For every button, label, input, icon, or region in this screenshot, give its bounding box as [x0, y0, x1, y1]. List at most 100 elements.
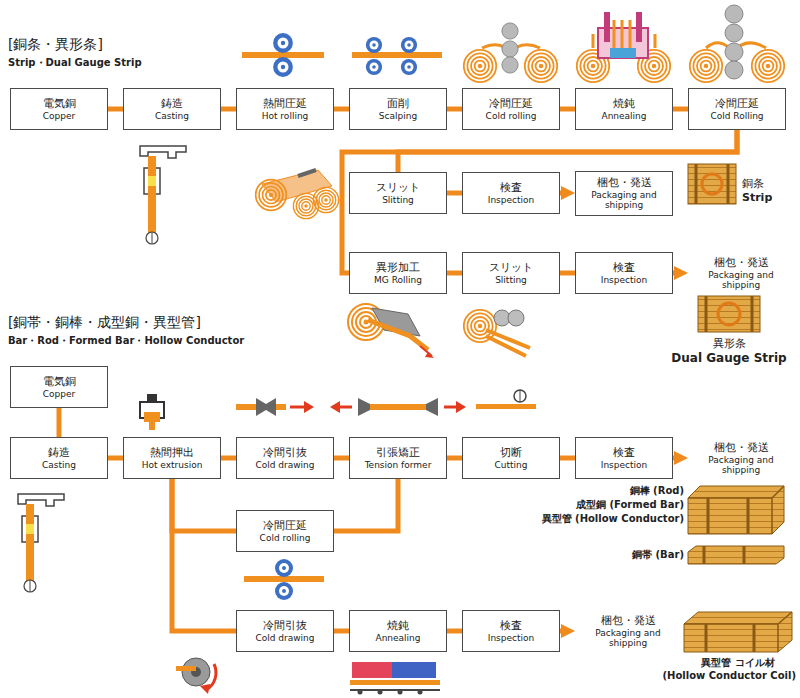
- process-name-jp: 熱間押出: [150, 446, 194, 460]
- process-name-en: Casting: [155, 111, 189, 121]
- process-flow-line: [447, 191, 462, 196]
- process-box: 熱間圧延Hot rolling: [236, 88, 334, 130]
- process-name-jp: スリット: [489, 261, 533, 275]
- process-name-en: Inspection: [488, 195, 535, 205]
- process-name-jp: 冷間圧延: [489, 97, 533, 111]
- process-flow-line: [673, 107, 688, 112]
- process-name-en: Packaging and shipping: [582, 628, 674, 649]
- process-box: 冷間引抜Cold drawing: [236, 437, 334, 479]
- process-flow-line: [673, 271, 680, 276]
- process-flow-line: [447, 107, 462, 112]
- process-flow-line: [447, 271, 462, 276]
- process-name-jp: 異形加工: [376, 261, 420, 275]
- process-box: 梱包・発送Packaging and shipping: [575, 609, 679, 654]
- process-box: 検査Inspection: [575, 437, 673, 479]
- process-box: 電気銅Copper: [10, 366, 108, 408]
- process-box: 冷間引抜Cold drawing: [236, 610, 334, 652]
- product-label: 成型銅 (Formed Bar): [576, 498, 684, 512]
- process-name-jp: 検査: [500, 619, 522, 633]
- process-name-jp: 冷間引抜: [263, 619, 307, 633]
- process-name-en: Packaging and shipping: [580, 190, 668, 211]
- process-name-en: Tension former: [365, 460, 432, 470]
- process-flow-line: [221, 456, 236, 461]
- drawing-spool: [176, 658, 216, 694]
- process-box: 冷間圧延Cold rolling: [462, 88, 560, 130]
- process-name-en: Cold rolling: [260, 533, 311, 543]
- packing-crate: [688, 486, 784, 534]
- process-name-en: Cold drawing: [255, 460, 314, 470]
- annealing-furnace: [577, 12, 670, 82]
- mg-rolling-illustration: [348, 304, 434, 358]
- process-box: 鋳造Casting: [123, 88, 221, 130]
- process-name-jp: 梱包・発送: [714, 256, 769, 270]
- slitting-illustration: [464, 310, 530, 356]
- process-box: 焼鈍Annealing: [349, 610, 447, 652]
- process-name-jp: 梱包・発送: [597, 176, 652, 190]
- process-box: 面削Scalping: [349, 88, 447, 130]
- process-name-jp: 冷間引抜: [263, 446, 307, 460]
- process-name-jp: 焼鈍: [387, 619, 409, 633]
- section-heading: Strip・Dual Gauge Strip: [8, 56, 142, 70]
- process-name-en: Inspection: [601, 460, 648, 470]
- tension-former: [330, 398, 466, 416]
- process-name-jp: 熱間圧延: [263, 97, 307, 111]
- process-flow-line: [447, 456, 462, 461]
- process-name-jp: 検査: [613, 446, 635, 460]
- process-box: 異形加工MG Rolling: [349, 252, 447, 294]
- section-heading: [銅条・異形条]: [8, 36, 103, 54]
- process-name-en: Cold rolling: [486, 111, 537, 121]
- process-flow-line: [172, 479, 236, 531]
- process-flow-line: [334, 479, 398, 531]
- process-flow-line: [334, 107, 349, 112]
- process-flow-line: [560, 629, 567, 634]
- process-flow-line: [221, 107, 236, 112]
- process-name-en: Packaging and shipping: [695, 455, 787, 476]
- process-name-jp: 梱包・発送: [714, 441, 769, 455]
- process-name-jp: 梱包・発送: [601, 614, 656, 628]
- product-label: (Hollow Conductor Coil): [663, 670, 797, 681]
- product-label: 異型管 コイル材: [701, 656, 774, 670]
- process-box: スリットSlitting: [349, 172, 447, 214]
- process-name-jp: 冷間圧延: [263, 519, 307, 533]
- packing-crate: [688, 546, 784, 564]
- process-box: 検査Inspection: [462, 610, 560, 652]
- casting-machine: [140, 146, 186, 244]
- process-box: 引張矯正Tension former: [349, 437, 447, 479]
- packing-crate: [698, 296, 760, 332]
- product-label: Strip: [742, 191, 772, 204]
- process-box: 焼鈍Annealing: [575, 88, 673, 130]
- cold-rolling-mill: [464, 23, 557, 82]
- process-name-en: Cold drawing: [255, 633, 314, 643]
- annealing-furnace: [350, 662, 440, 695]
- process-flow-line: [172, 479, 236, 631]
- process-name-jp: 電気銅: [43, 97, 76, 111]
- process-name-jp: 冷間圧延: [715, 97, 759, 111]
- extrusion-press: [140, 394, 164, 430]
- process-name-en: Packaging and shipping: [695, 270, 787, 291]
- process-name-jp: 電気銅: [43, 375, 76, 389]
- process-flow-line: [108, 456, 123, 461]
- process-box: 検査Inspection: [462, 172, 560, 214]
- process-name-en: Cold Rolling: [710, 111, 763, 121]
- process-name-en: Scalping: [379, 111, 417, 121]
- process-name-en: Hot rolling: [262, 111, 309, 121]
- process-name-en: Slitting: [495, 275, 527, 285]
- section-heading: [銅帯・銅棒・成型銅・異型管]: [8, 314, 201, 332]
- process-name-jp: 鋳造: [48, 446, 70, 460]
- process-box: 冷間圧延Cold rolling: [236, 510, 334, 552]
- process-name-jp: 面削: [387, 97, 409, 111]
- process-box: スリットSlitting: [462, 252, 560, 294]
- cold-rolling-mill: [690, 5, 784, 82]
- product-label: 銅帯 (Bar): [632, 548, 684, 562]
- process-flow-line: [560, 456, 575, 461]
- casting-machine: [18, 494, 64, 592]
- process-flow-line: [447, 629, 462, 634]
- process-name-en: Annealing: [375, 633, 420, 643]
- slitting-illustration: [256, 170, 339, 219]
- cutting-saw: [476, 390, 536, 409]
- process-box: 梱包・発送Packaging and shipping: [575, 171, 673, 216]
- process-flow-line: [673, 456, 680, 461]
- product-label: 銅棒 (Rod): [630, 484, 684, 498]
- process-name-jp: 鋳造: [161, 97, 183, 111]
- process-name-jp: 検査: [500, 181, 522, 195]
